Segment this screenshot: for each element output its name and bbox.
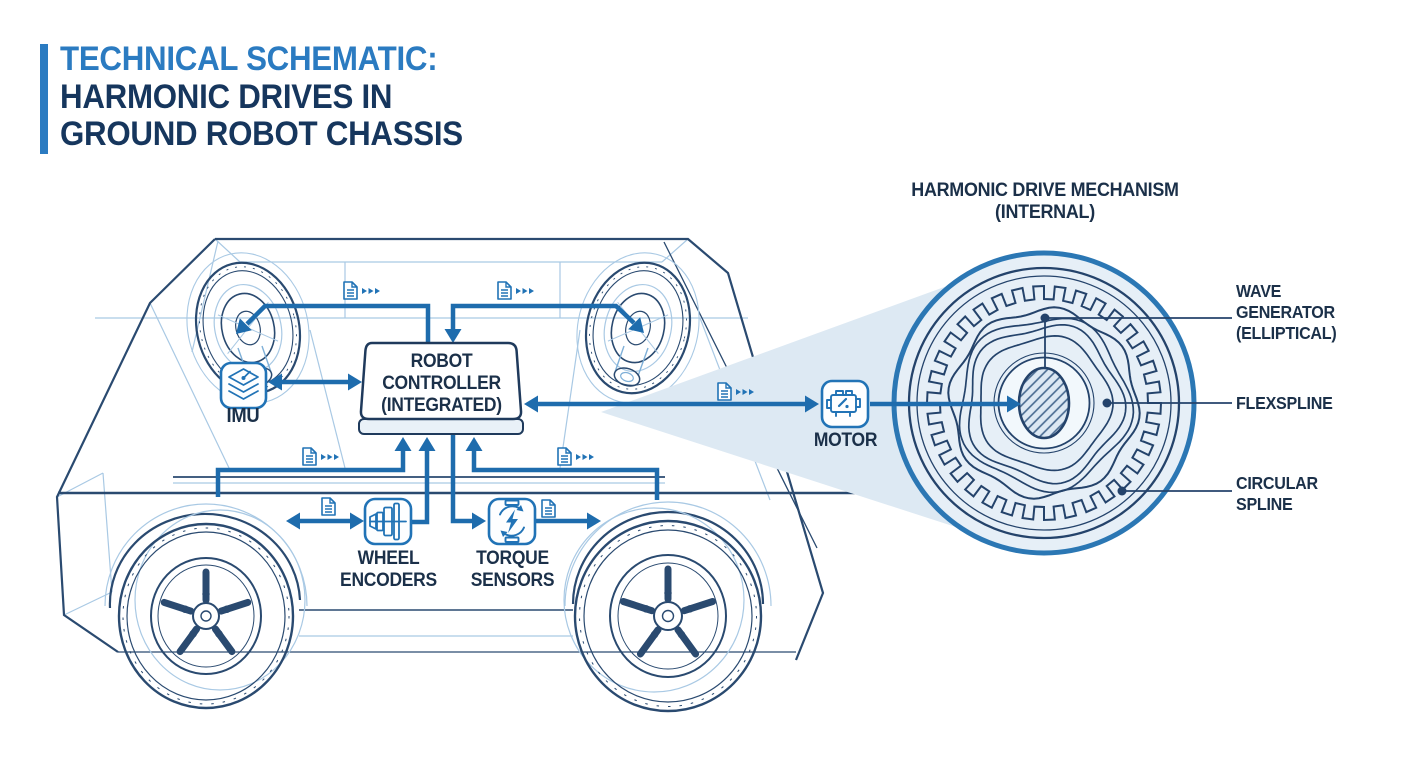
callout-circular-spline-line1: CIRCULAR	[1236, 473, 1318, 493]
wheel-encoder-icon	[363, 497, 413, 546]
page-title-line3: GROUND ROBOT CHASSIS	[60, 115, 463, 153]
wheel-encoders-label-line1: WHEEL	[357, 548, 420, 569]
signal-arrows	[215, 303, 1007, 525]
controller-label-line3: (INTEGRATED)	[381, 395, 502, 416]
document-icon	[498, 282, 511, 299]
front-right-wheel	[563, 507, 763, 713]
motor-label: MOTOR	[813, 430, 878, 451]
controller-label-line1: ROBOT	[410, 351, 473, 372]
stream-arrows-icon	[362, 288, 380, 294]
stream-arrows-icon	[516, 288, 534, 294]
detail-heading-line2: (INTERNAL)	[995, 201, 1095, 223]
callout-wave-generator-line2: GENERATOR	[1236, 302, 1335, 322]
harmonic-drive-detail	[891, 250, 1232, 556]
detail-heading-line1: HARMONIC DRIVE MECHANISM	[911, 179, 1179, 201]
document-icon	[558, 448, 571, 465]
callout-leaders	[1044, 317, 1232, 492]
torque-sensors-label-line1: TORQUE	[476, 548, 549, 569]
flexspline-leader-dot	[1102, 398, 1112, 408]
document-icon	[542, 500, 555, 517]
rear-right-wheel	[576, 252, 700, 404]
robot-controller-box	[358, 341, 524, 435]
controller-label-line2: CONTROLLER	[382, 373, 501, 394]
motor-icon	[820, 379, 870, 429]
robot-chassis-wireframe	[55, 237, 857, 713]
component-icons	[219, 361, 870, 546]
document-icon	[344, 282, 357, 299]
torque-sensor-icon	[487, 497, 537, 546]
torque-sensors-label-line2: SENSORS	[470, 570, 555, 591]
signal-arrowheads	[236, 317, 1021, 530]
document-icon	[303, 448, 316, 465]
callout-wave-generator-line3: (ELLIPTICAL)	[1236, 323, 1337, 343]
stream-arrows-icon	[576, 454, 594, 460]
page-title-line1: TECHNICAL SCHEMATIC:	[60, 40, 438, 78]
circular-spline-leader-dot	[1117, 486, 1127, 496]
callout-flexspline: FLEXSPLINE	[1236, 393, 1333, 413]
document-icon	[718, 383, 731, 400]
imu-gyroscope-icon	[219, 361, 268, 410]
stream-arrows-icon	[321, 454, 339, 460]
front-left-wheel	[117, 509, 306, 710]
imu-label: IMU	[226, 405, 260, 427]
wheel-encoders-label-line2: ENCODERS	[340, 570, 437, 591]
wave-generator-ellipse	[1017, 366, 1071, 440]
title-accent-bar	[40, 44, 48, 154]
wave-generator-leader-dot	[1040, 313, 1050, 323]
document-icon	[322, 498, 335, 515]
callout-wave-generator-line1: WAVE	[1236, 281, 1282, 301]
callout-circular-spline-line2: SPLINE	[1236, 494, 1293, 514]
page-title-line2: HARMONIC DRIVES IN	[60, 78, 393, 116]
